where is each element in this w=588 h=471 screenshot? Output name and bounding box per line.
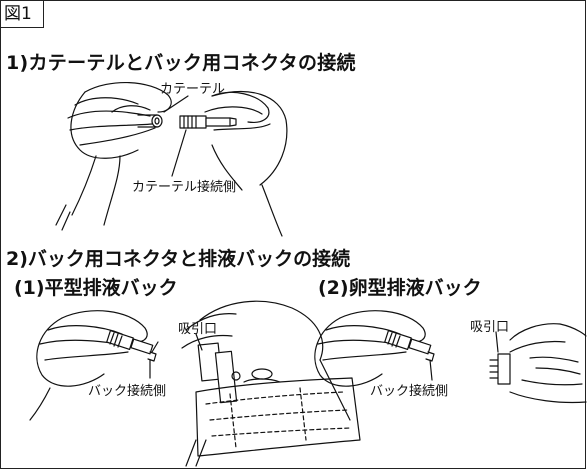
- section1-heading: 1)カテーテルとバック用コネクタの接続: [6, 52, 356, 74]
- flat-right-hand: [181, 300, 351, 421]
- egg-drainage-bag-and-hand: [489, 323, 587, 404]
- egg-bag-side-label: バック接続側: [370, 384, 449, 399]
- flat-inlet-leader: [195, 333, 203, 351]
- flat-bag-heading: (1)平型排液バック: [14, 277, 178, 299]
- flat-drainage-bag: [185, 342, 361, 467]
- catheter-label: カテーテル: [160, 82, 226, 97]
- leader-lines-section1: [163, 95, 189, 177]
- flat-inlet-label: 吸引口: [178, 322, 218, 337]
- egg-inlet-label: 吸引口: [470, 320, 510, 335]
- left-hand-with-catheter: [55, 82, 172, 231]
- egg-connector: [384, 329, 435, 362]
- egg-bag-side-leader: [429, 359, 433, 381]
- flat-bag-side-label: バック接続側: [88, 384, 167, 399]
- section2-heading: 2)バック用コネクタと排液バックの接続: [6, 248, 351, 270]
- egg-left-hand: [314, 310, 426, 387]
- egg-bag-heading: (2)卵型排液バック: [318, 277, 482, 299]
- catheter-side-label: カテーテル接続側: [132, 180, 237, 195]
- right-hand-with-connector: [204, 91, 288, 237]
- connector-in-right-hand: [179, 115, 237, 129]
- figure-tag: 図1: [0, 0, 44, 28]
- flat-left-hand: [29, 310, 148, 421]
- catheter-tube: [137, 114, 163, 128]
- egg-inlet-leader: [495, 331, 499, 353]
- flat-connector: [106, 329, 157, 362]
